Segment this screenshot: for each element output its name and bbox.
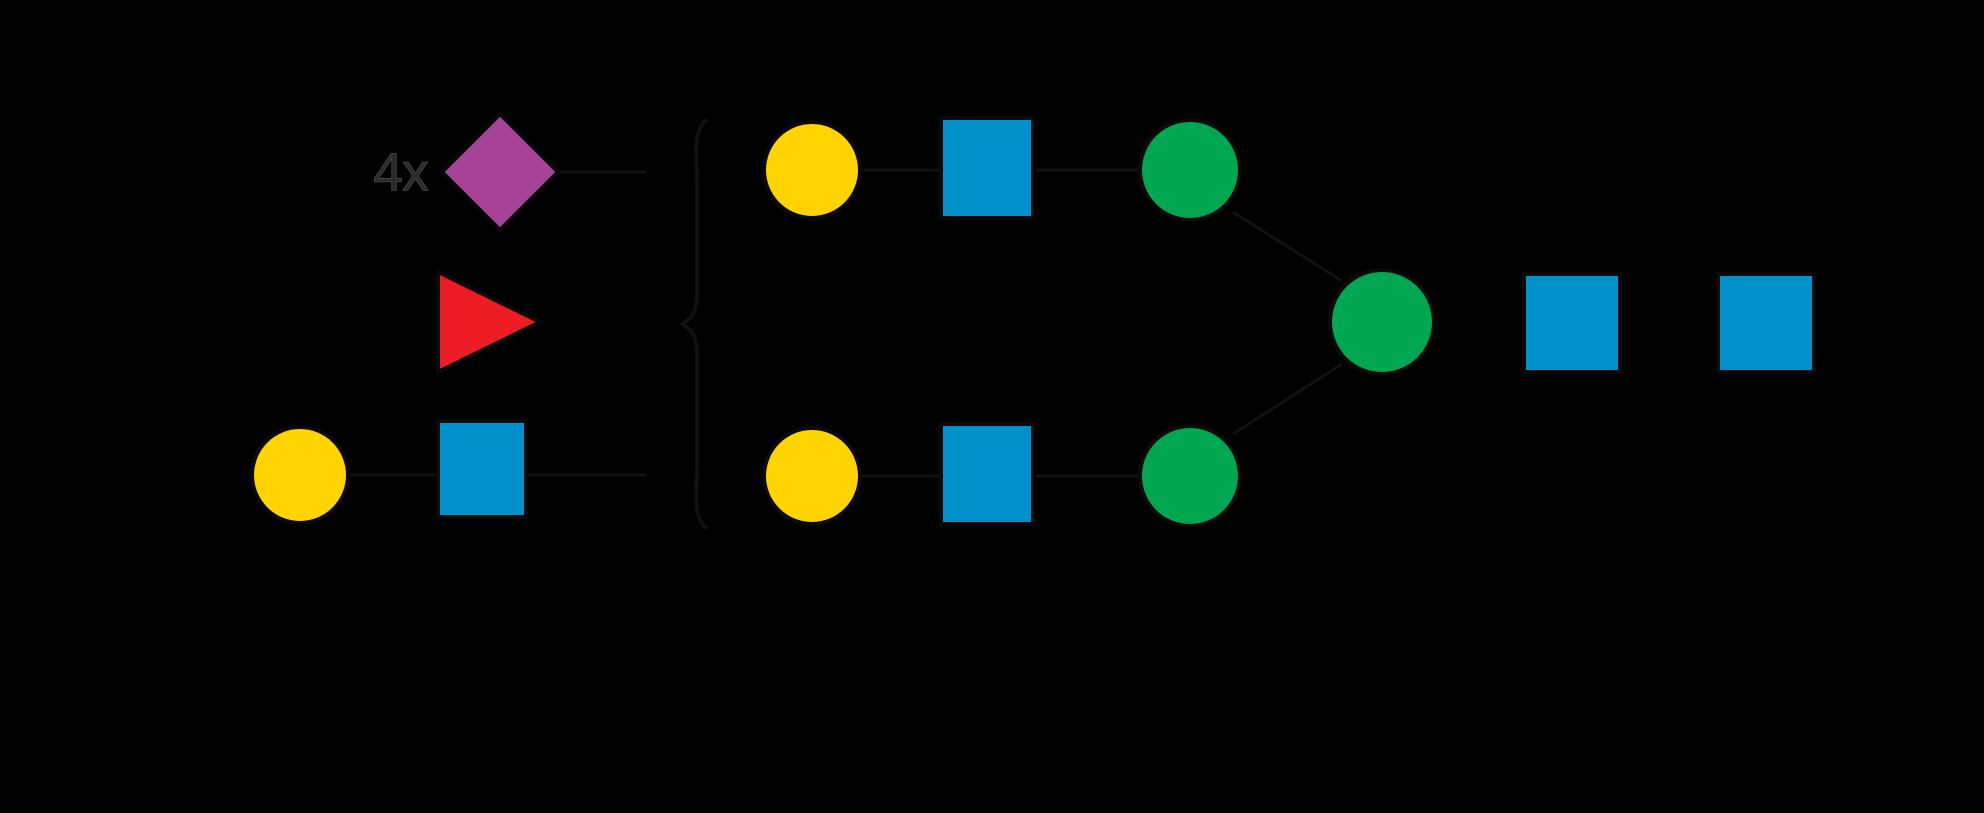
mannose-circle-core-node[interactable] (1328, 268, 1436, 376)
repeat-multiplier-label: 4x (373, 142, 429, 202)
galactose-triangle-node[interactable] (436, 268, 545, 376)
glcnac-square-top-right-node[interactable] (939, 116, 1035, 220)
glucose-circle-bottom-left-node[interactable] (250, 425, 350, 525)
glucose-circle-top-right-node[interactable] (762, 120, 862, 220)
edge-man-br-to-core (1232, 362, 1343, 436)
node-layer (250, 111, 1816, 528)
mannose-circle-top-right-node[interactable] (1138, 118, 1242, 222)
fucose-diamond-node[interactable] (439, 111, 561, 233)
repeat-brace (680, 118, 708, 530)
glcnac-square-right-2-node[interactable] (1716, 272, 1816, 374)
repeat-brace-path (680, 118, 708, 530)
mannose-circle-bottom-right-node[interactable] (1138, 424, 1242, 528)
glcnac-square-right-1-node[interactable] (1522, 272, 1622, 374)
glcnac-square-bottom-left-node[interactable] (436, 419, 528, 519)
glucose-circle-bottom-right-node[interactable] (762, 426, 862, 526)
edge-man-tr-to-core (1232, 210, 1343, 283)
glcnac-square-bottom-right-node[interactable] (939, 422, 1035, 526)
